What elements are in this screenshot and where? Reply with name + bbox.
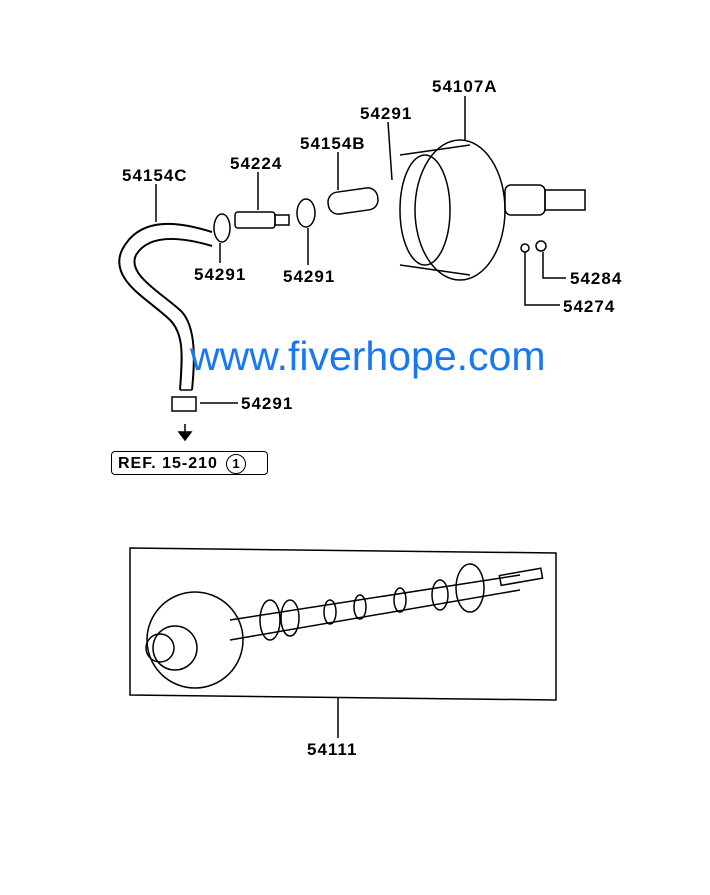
part-label-54291: 54291 <box>241 394 294 413</box>
hose-clamp-bottom <box>171 396 197 412</box>
reference-index: 1 <box>225 453 246 474</box>
vacuum-hose-54154b <box>327 187 379 215</box>
part-label-54291: 54291 <box>360 104 413 123</box>
watermark: www.fiverhope.com <box>190 333 546 379</box>
part-label-54154b: 54154B <box>300 134 366 153</box>
down-arrow-icon <box>177 424 193 442</box>
part-label-54274: 54274 <box>563 297 616 316</box>
part-label-54291: 54291 <box>283 267 336 286</box>
hose-clamp <box>213 213 231 243</box>
part-label-54224: 54224 <box>230 154 283 173</box>
part-label-54154c: 54154C <box>122 166 188 185</box>
master-kit-frame <box>129 547 557 701</box>
brake-booster-54107a <box>414 139 506 281</box>
part-label-54291: 54291 <box>194 265 247 284</box>
part-label-54111: 54111 <box>307 740 358 759</box>
reference-text: REF. 15-210 <box>118 455 218 472</box>
reference-box: REF. 15-210 1 <box>111 451 268 475</box>
master-cylinder-piston-assembly <box>146 591 244 689</box>
part-label-54284: 54284 <box>570 269 623 288</box>
part-label-54107a: 54107A <box>432 77 498 96</box>
vacuum-hose-54154c <box>118 222 213 391</box>
check-valve-54224 <box>234 211 276 229</box>
